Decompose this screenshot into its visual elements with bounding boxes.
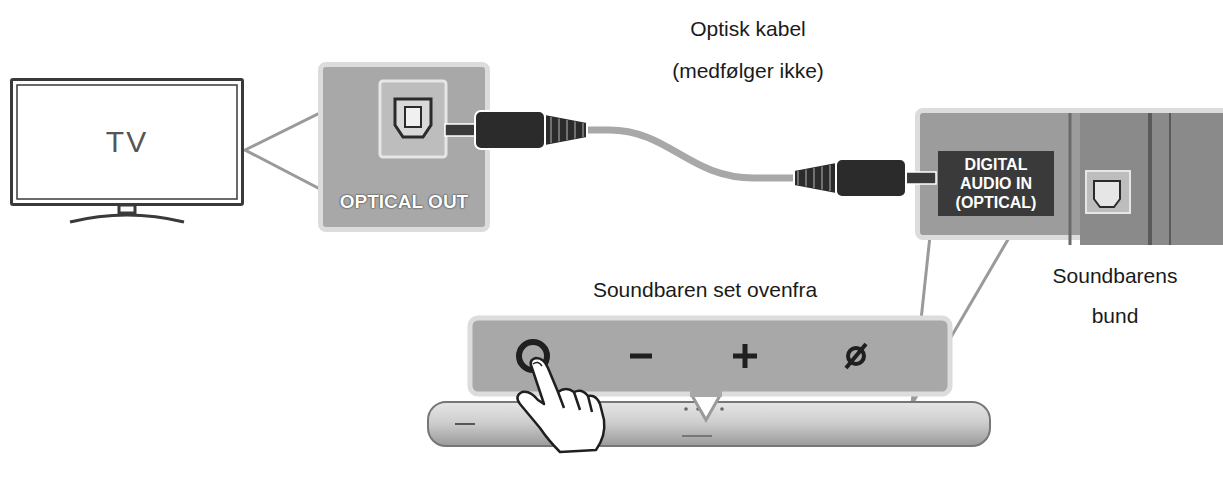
annotation-label: Soundbarens bund — [1030, 256, 1200, 336]
optical-plug — [794, 159, 936, 197]
volume-down-button — [630, 354, 652, 359]
port-callout: OPTICAL OUT — [318, 62, 490, 232]
volume-up-button — [733, 344, 757, 368]
node-text: OPTICAL OUT — [323, 191, 485, 213]
source-button — [846, 344, 866, 368]
port-callout: DIGITAL AUDIO IN (OPTICAL) — [915, 108, 1223, 240]
optical-plug — [445, 111, 587, 149]
node-text: DIGITAL AUDIO IN (OPTICAL) — [938, 151, 1054, 216]
annotation-label: Soundbaren set ovenfra — [560, 270, 850, 310]
cable-label: Optisk kabel (medfølger ikke) — [658, 8, 838, 92]
tv-stand — [70, 205, 184, 222]
node-text: TV — [106, 125, 148, 159]
callout-pointer — [245, 112, 322, 190]
hand — [517, 358, 604, 452]
tv-screen: TV — [10, 78, 244, 206]
